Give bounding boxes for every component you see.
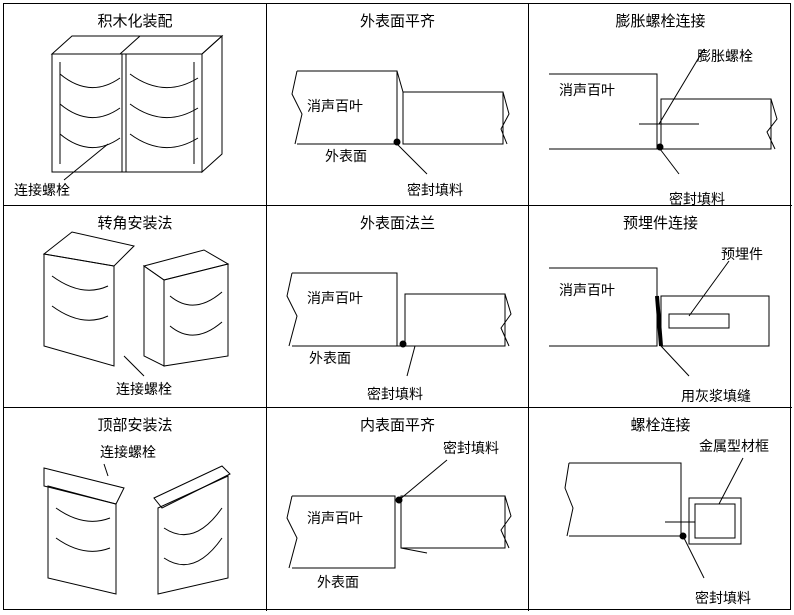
corner-louver-drawing <box>42 231 230 377</box>
label-outer-surface: 外表面 <box>317 575 359 591</box>
label-louver: 消声百叶 <box>559 283 615 299</box>
cell-embedded-part: 预埋件连接 消声百叶 预埋件 用灰浆填缝 <box>529 206 792 408</box>
cell-title: 外表面法兰 <box>359 214 435 232</box>
embedded-part-drawing <box>549 260 770 377</box>
top-louver-drawing <box>43 463 231 595</box>
cell-title: 顶部安装法 <box>97 416 173 434</box>
bolt-connection-drawing <box>564 457 744 579</box>
label-connecting-bolt: 连接螺栓 <box>14 183 70 199</box>
label-sealant: 密封填料 <box>695 591 751 607</box>
label-louver: 消声百叶 <box>559 83 615 99</box>
label-sealant: 密封填料 <box>443 441 499 457</box>
label-embedded-part: 预埋件 <box>721 247 763 263</box>
label-outer-surface: 外表面 <box>309 351 351 367</box>
modular-louver-drawing <box>50 34 224 181</box>
label-grout-fill: 用灰浆填缝 <box>681 389 751 405</box>
cell-title: 转角安装法 <box>97 214 173 232</box>
cell-corner-installation: 转角安装法 连接螺栓 <box>4 206 267 408</box>
cell-title: 预埋件连接 <box>622 214 698 232</box>
label-connecting-bolt: 连接螺栓 <box>100 445 156 461</box>
label-expansion-bolt: 膨胀螺栓 <box>697 49 753 65</box>
cell-title: 螺栓连接 <box>630 416 691 434</box>
cell-outer-flange: 外表面法兰 消声百叶 外表面 密封填料 <box>267 206 529 408</box>
cell-title: 膨胀螺栓连接 <box>615 12 706 30</box>
label-outer-surface: 外表面 <box>325 149 367 165</box>
cell-modular-assembly: 积木化装配 连接螺栓 <box>4 4 267 206</box>
label-sealant: 密封填料 <box>407 183 463 199</box>
cell-title: 积木化装配 <box>97 12 173 30</box>
label-louver: 消声百叶 <box>307 99 363 115</box>
installation-methods-grid: 积木化装配 连接螺栓 外表面平齐 <box>3 3 792 611</box>
cell-title: 外表面平齐 <box>359 12 435 30</box>
cell-title: 内表面平齐 <box>359 416 435 434</box>
flush-outer-drawing <box>291 70 510 175</box>
cell-flush-inner-surface: 内表面平齐 密封填料 消声百叶 外表面 <box>267 408 529 611</box>
cell-expansion-bolt: 膨胀螺栓连接 消声百叶 膨胀螺栓 密封填料 <box>529 4 792 206</box>
label-sealant: 密封填料 <box>669 192 725 206</box>
label-louver: 消声百叶 <box>307 511 363 527</box>
label-metal-frame: 金属型材框 <box>699 439 769 455</box>
label-sealant: 密封填料 <box>367 387 423 403</box>
expansion-bolt-drawing <box>549 48 778 175</box>
label-louver: 消声百叶 <box>307 291 363 307</box>
outer-flange-drawing <box>286 272 512 377</box>
cell-flush-outer-surface: 外表面平齐 消声百叶 外表面 密封填料 <box>267 4 529 206</box>
flush-inner-drawing <box>286 459 512 569</box>
cell-top-installation: 顶部安装法 连接螺栓 <box>4 408 267 611</box>
label-connecting-bolt: 连接螺栓 <box>116 382 172 398</box>
cell-bolt-connection: 螺栓连接 金属型材框 密封填料 <box>529 408 792 611</box>
